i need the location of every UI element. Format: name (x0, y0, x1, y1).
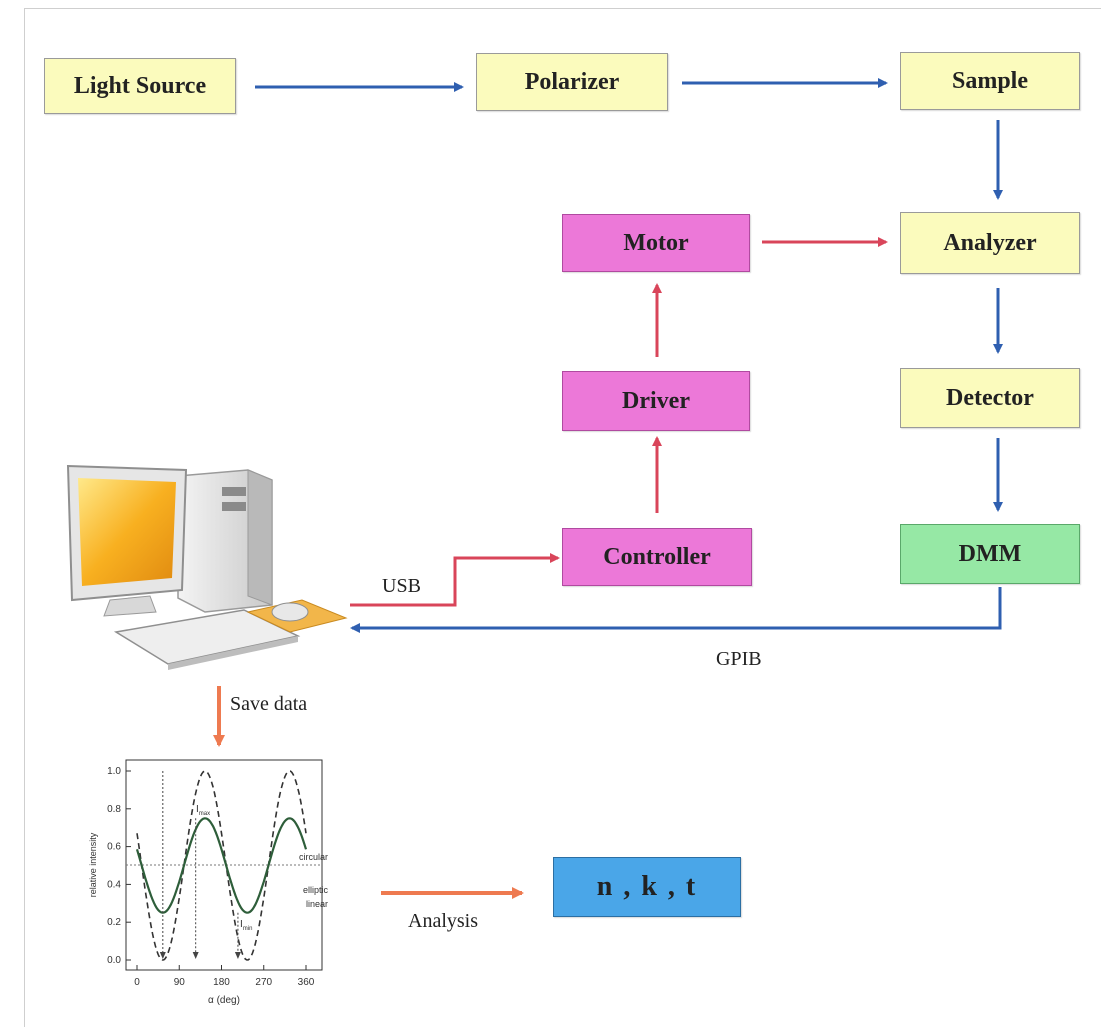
y-tick-label: 0.4 (107, 879, 121, 890)
x-tick-label: 360 (298, 977, 315, 988)
save-data-label: Save data (230, 693, 308, 715)
y-tick-label: 0.0 (107, 955, 121, 966)
analyzer-label: Analyzer (943, 229, 1037, 256)
mouse (246, 599, 348, 633)
light-source-label: Light Source (73, 72, 207, 99)
plot-xlabel: α (deg) (208, 995, 240, 1006)
imin-label: Imin (240, 919, 252, 932)
driver-label: Driver (622, 387, 690, 414)
dmm-label: DMM (958, 540, 1022, 567)
dmm-box: DMM (900, 524, 1080, 584)
x-tick-label: 180 (213, 977, 230, 988)
polarizer-label: Polarizer (524, 68, 620, 95)
marker-lines (159, 771, 241, 959)
imin-subscript: min (243, 926, 253, 932)
controller-box: Controller (562, 528, 752, 586)
figure-frame (24, 8, 1101, 1027)
linear-curve (136, 770, 307, 961)
y-tick-label: 1.0 (107, 766, 121, 777)
sample-label: Sample (951, 67, 1028, 94)
plot-ticks: 0 90 180 270 360 0.0 0.2 0.4 0.6 0.8 1.0 (107, 766, 315, 988)
detector-label: Detector (946, 384, 1034, 411)
elliptic-curve (135, 817, 308, 914)
motor-label: Motor (623, 229, 689, 256)
result-label: n , k , t (596, 871, 698, 902)
linear-label: linear (306, 899, 328, 909)
controller-label: Controller (603, 543, 711, 570)
x-tick-label: 90 (174, 977, 186, 988)
elliptic-label: elliptic (303, 885, 329, 895)
gpib-label: GPIB (716, 648, 762, 670)
tower-case (177, 469, 273, 613)
arrow-computer-to-controller (350, 553, 560, 607)
x-tick-label: 270 (255, 977, 272, 988)
keyboard (113, 609, 301, 670)
x-tick-label: 0 (134, 977, 140, 988)
monitor (66, 464, 188, 617)
analyzer-box: Analyzer (900, 212, 1080, 274)
y-tick-label: 0.2 (107, 917, 121, 928)
motor-box: Motor (562, 214, 750, 272)
circular-label: circular (299, 852, 328, 862)
sample-box: Sample (900, 52, 1080, 110)
marker-arrowhead (159, 952, 166, 959)
plot-ylabel: relative intensity (88, 832, 98, 897)
imax-label: Imax (196, 804, 210, 817)
y-tick-label: 0.8 (107, 804, 121, 815)
driver-box: Driver (562, 371, 750, 431)
y-tick-label: 0.6 (107, 842, 121, 853)
result-box: n , k , t (553, 857, 741, 917)
arrow-dmm-to-computer (350, 587, 1002, 633)
light-source-box: Light Source (44, 58, 236, 114)
usb-label: USB (382, 575, 421, 597)
polarizer-box: Polarizer (476, 53, 668, 111)
marker-arrowhead (234, 952, 241, 959)
analysis-label: Analysis (408, 910, 478, 932)
imax-subscript: max (199, 811, 210, 817)
detector-box: Detector (900, 368, 1080, 428)
marker-arrowhead (192, 952, 199, 959)
